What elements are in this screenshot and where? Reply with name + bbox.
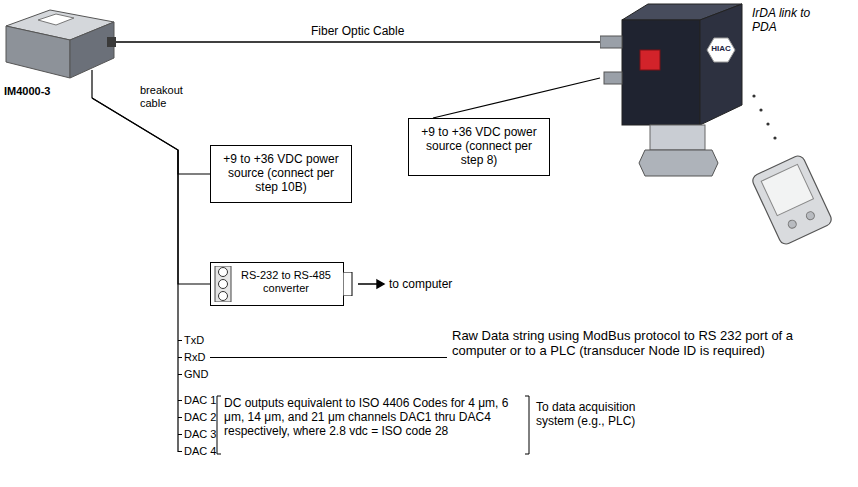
label-slot: Fiber Optic Cable xyxy=(309,24,406,38)
signal-name: DAC 4 xyxy=(184,445,216,458)
signal-name: DAC 3 xyxy=(184,428,216,441)
monitor-illustration xyxy=(4,4,116,98)
box-text: +9 to +36 VDC power source (connect per … xyxy=(220,152,342,194)
destination-note: to computer xyxy=(389,277,452,291)
signal-name: GND xyxy=(184,368,208,381)
label-slot: DAC 2 xyxy=(184,411,216,424)
label-slot: DAC 3 xyxy=(184,428,216,441)
terminal-block xyxy=(214,266,232,302)
box-text: +9 to +36 VDC power source (connect per … xyxy=(418,125,540,167)
label-slot: To data acquisition system (e.g., PLC) xyxy=(536,400,656,428)
signal-name: DAC 1 xyxy=(184,394,216,407)
sensor-unit: HIAC xyxy=(600,0,748,180)
signal-name: TxD xyxy=(184,334,204,347)
converter-tab xyxy=(343,272,353,296)
signal-ticks xyxy=(178,341,182,375)
pda-illustration xyxy=(751,154,834,247)
leader-line xyxy=(210,357,447,358)
monitor-unit: IM4000-3 xyxy=(4,4,116,98)
box-text: RS-232 to RS-485 converter xyxy=(238,269,334,295)
fiber-cable xyxy=(116,41,600,43)
cable xyxy=(433,78,600,118)
sensor-illustration xyxy=(600,0,748,180)
power-box: +9 to +36 VDC power source (connect per … xyxy=(408,118,550,176)
signal-name: RxD xyxy=(184,351,205,364)
label-slot: GND xyxy=(184,368,208,381)
cable xyxy=(92,98,210,284)
logo-text: HIAC xyxy=(705,44,737,54)
power-box: +9 to +36 VDC power source (connect per … xyxy=(210,145,352,203)
label-slot: DC outputs equivalent to ISO 4406 Codes … xyxy=(224,396,522,438)
protocol-note: Raw Data string using ModBus protocol to… xyxy=(452,328,842,358)
label-slot: DAC 1 xyxy=(184,394,216,407)
label-slot: Raw Data string using ModBus protocol to… xyxy=(452,328,842,358)
label-slot: breakout cable xyxy=(140,84,194,110)
label-slot: RxD xyxy=(184,351,205,364)
bracket xyxy=(525,396,529,454)
signal-name: DAC 2 xyxy=(184,411,216,424)
cable-label: breakout cable xyxy=(140,84,194,110)
bracket xyxy=(217,396,221,454)
label-slot: IrDA link to PDA xyxy=(752,6,824,34)
converter-box: RS-232 to RS-485 converter xyxy=(210,262,344,306)
label-slot: to computer xyxy=(389,277,452,291)
link-note: IrDA link to PDA xyxy=(752,6,824,34)
dac-ticks xyxy=(178,401,182,452)
label-slot: TxD xyxy=(184,334,204,347)
destination-note: To data acquisition system (e.g., PLC) xyxy=(536,400,656,428)
irda-dots xyxy=(752,94,776,139)
edge-label: Fiber Optic Cable xyxy=(309,24,406,38)
terminal-holder xyxy=(214,266,232,306)
device-label: IM4000-3 xyxy=(4,85,116,98)
pointer-arrow xyxy=(358,280,384,288)
label-slot: DAC 4 xyxy=(184,445,216,458)
output-note: DC outputs equivalent to ISO 4406 Codes … xyxy=(224,396,522,438)
tab-holder xyxy=(343,272,353,300)
